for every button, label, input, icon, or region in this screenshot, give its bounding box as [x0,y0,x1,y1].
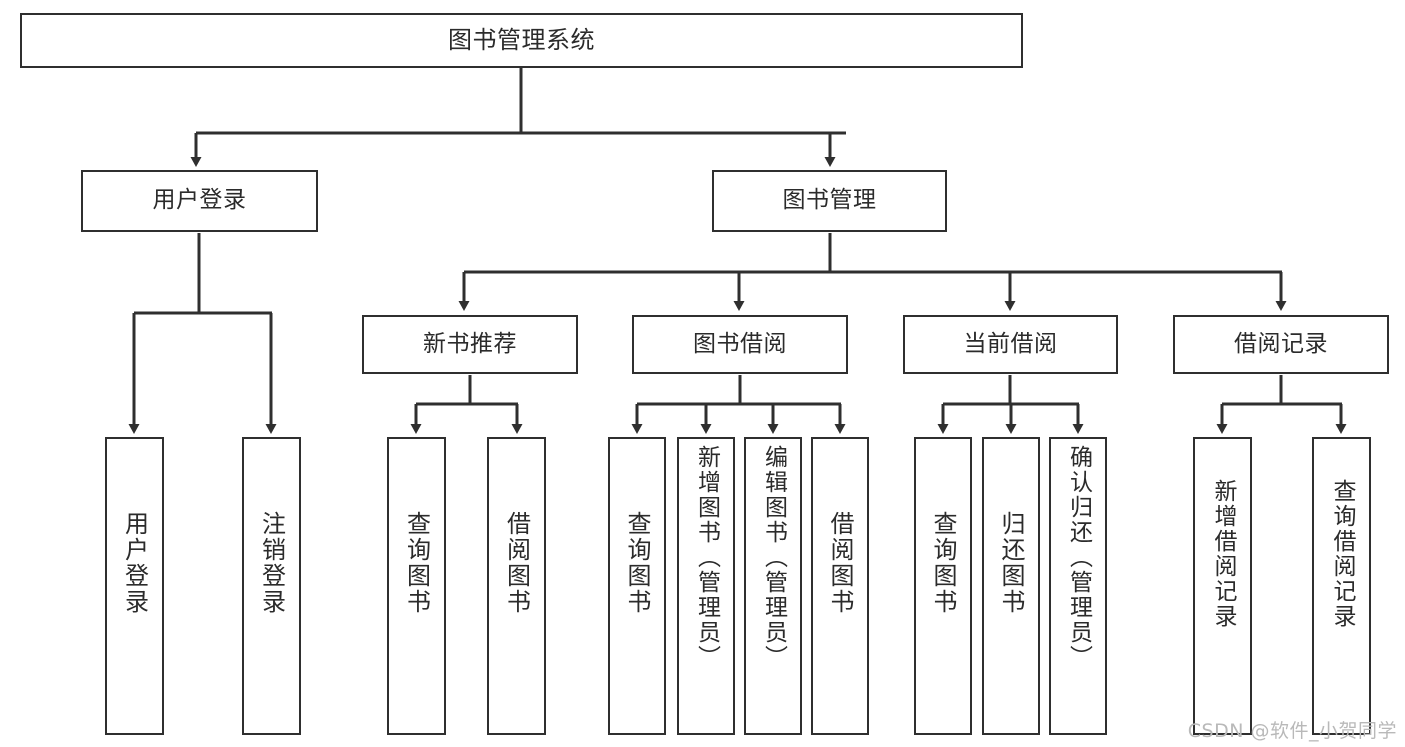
leaf-confirm-return-admin-label: 确认归还（管理员） [1065,445,1092,670]
leaf-query-book-new[interactable]: 查询图书 [387,437,446,735]
node-borrow-record-label: 借阅记录 [1234,330,1328,357]
leaf-user-login[interactable]: 用户登录 [105,437,164,735]
leaf-borrow-book[interactable]: 借阅图书 [811,437,869,735]
leaf-borrow-book-new-label: 借阅图书 [502,511,531,615]
node-new-book-recommend-label: 新书推荐 [423,330,517,357]
leaf-query-borrow-record[interactable]: 查询借阅记录 [1312,437,1371,735]
leaf-borrow-book-label: 借阅图书 [826,511,854,615]
node-book-management-label: 图书管理 [782,187,877,214]
leaf-edit-book-admin[interactable]: 编辑图书（管理员） [744,437,802,735]
node-book-management[interactable]: 图书管理 [712,170,947,232]
watermark: CSDN @软件_小贺同学 [1187,720,1397,742]
leaf-query-book-new-label: 查询图书 [402,511,431,615]
leaf-query-book-current[interactable]: 查询图书 [914,437,972,735]
leaf-query-book-current-label: 查询图书 [929,511,957,615]
leaf-return-book[interactable]: 归还图书 [982,437,1040,735]
node-root[interactable]: 图书管理系统 [20,13,1023,68]
leaf-user-login-label: 用户登录 [120,511,149,615]
leaf-add-borrow-record[interactable]: 新增借阅记录 [1193,437,1252,735]
node-book-borrow[interactable]: 图书借阅 [632,315,848,374]
leaf-query-book-borrow-label: 查询图书 [623,511,651,615]
leaf-edit-book-admin-label: 编辑图书（管理员） [760,445,787,670]
leaf-borrow-book-new[interactable]: 借阅图书 [487,437,546,735]
leaf-return-book-label: 归还图书 [997,511,1025,615]
leaf-query-borrow-record-label: 查询借阅记录 [1329,479,1355,629]
node-current-borrow[interactable]: 当前借阅 [903,315,1118,374]
leaf-add-book-admin[interactable]: 新增图书（管理员） [677,437,735,735]
node-new-book-recommend[interactable]: 新书推荐 [362,315,578,374]
leaf-add-book-admin-label: 新增图书（管理员） [693,445,720,670]
node-user-login-label: 用户登录 [152,187,247,214]
leaf-logout-label: 注销登录 [257,511,286,615]
node-book-borrow-label: 图书借阅 [693,330,787,357]
leaf-logout[interactable]: 注销登录 [242,437,301,735]
node-user-login[interactable]: 用户登录 [81,170,318,232]
leaf-confirm-return-admin[interactable]: 确认归还（管理员） [1049,437,1107,735]
leaf-query-book-borrow[interactable]: 查询图书 [608,437,666,735]
node-borrow-record[interactable]: 借阅记录 [1173,315,1389,374]
node-current-borrow-label: 当前借阅 [963,330,1058,357]
leaf-add-borrow-record-label: 新增借阅记录 [1210,479,1236,629]
node-root-label: 图书管理系统 [448,26,595,55]
